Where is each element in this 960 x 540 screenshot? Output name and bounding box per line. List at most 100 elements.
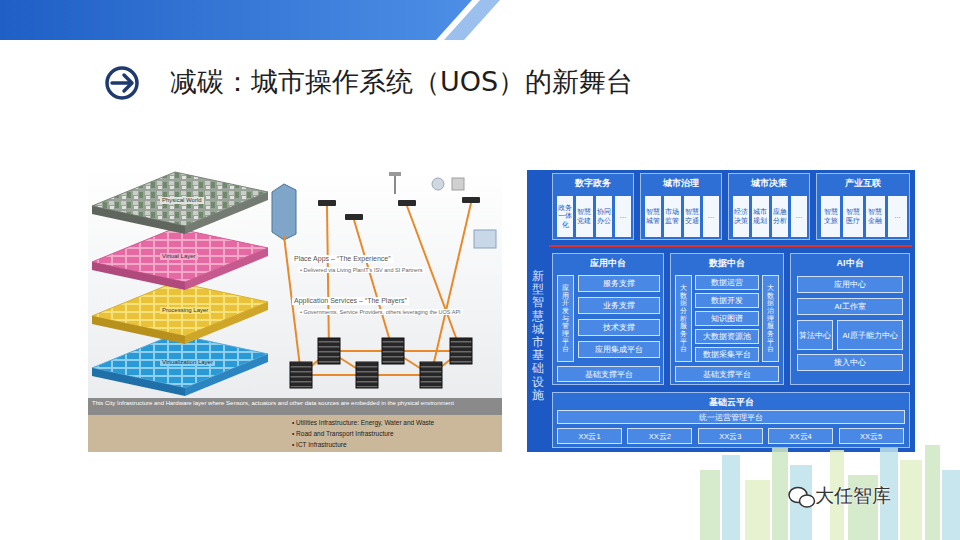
node-text: 服务支撑 (603, 279, 635, 288)
function-box: 基础支撑平台 (675, 366, 779, 382)
layer-name: Virtualization Layer (160, 359, 215, 366)
platform-panel: 基础云平台统一运营管理平台XX云1XX云2XX云3XX云4XX云5 (552, 392, 910, 448)
network-wire (431, 203, 471, 375)
panel-heading: 产业互联 (817, 174, 909, 189)
node-text: 数据采集平台 (703, 350, 751, 359)
service-box: 政务一体化 (557, 196, 573, 237)
platform-panel: 应用中台应用开发与管理平台 服务支撑业务支撑技术支撑应用集成平台基础支撑平台 (552, 253, 664, 385)
function-box: XX云4 (768, 428, 833, 444)
platform-panel: 数据中台大数据分析服务平台 数据运营数据开发知识图谱大数据资源池数据采集平台 大数据… (670, 253, 784, 385)
layer-name: Virtual Layer (160, 253, 198, 260)
function-box: 技术支撑 (578, 319, 660, 336)
node-text: … (707, 212, 714, 220)
service-box: 智慧文旅 (821, 196, 840, 237)
sensor-device (398, 200, 416, 206)
illustration-label: This City Infrastructure and Hardware la… (92, 400, 454, 407)
function-box: 数据开发 (695, 293, 759, 308)
node-text: 智慧城管 (645, 208, 661, 225)
node-text: 市场监管 (664, 208, 680, 225)
node-text: 数据开发 (711, 296, 743, 305)
service-box: 经济决策 (733, 196, 749, 237)
platform-panel: AI中台应用中心AI工作室算法中心AI原子能力中心接入中心 (790, 253, 910, 385)
platform-frame: 新型智慧城市基础设施数字政务政务一体化智慧党建协同办公…城市治理智慧城管市场监管… (527, 170, 915, 452)
node-text: … (619, 212, 626, 220)
network-wires (284, 203, 471, 375)
wechat-icon (800, 495, 815, 507)
title-icon (107, 68, 137, 98)
node-text: 协同办公 (596, 208, 612, 225)
illustration-label: • ICT Infrastructure (292, 441, 347, 448)
function-box: 业务支撑 (578, 297, 660, 314)
function-box: XX云5 (839, 428, 904, 444)
illustration-label: • Utilities Infrastructure: Energy, Wate… (292, 419, 434, 426)
server-rack (290, 362, 312, 388)
panel-heading: 数据中台 (671, 254, 783, 269)
function-box: 应用集成平台 (578, 341, 660, 358)
plate-side (92, 206, 185, 234)
network-wire (354, 220, 393, 351)
tower-building (272, 184, 296, 240)
header-accent (444, 0, 500, 40)
service-box: 应急分析 (772, 196, 788, 237)
service-box: … (615, 196, 631, 237)
panel-heading: 应用中台 (553, 254, 663, 269)
diagram-ground (527, 170, 915, 452)
node-text: 政务一体化 (557, 204, 573, 229)
node-text: 大数据资源池 (703, 332, 751, 341)
network-wire (327, 206, 329, 351)
platform-panel: 城市治理智慧城管市场监管智慧交通… (640, 173, 722, 240)
vertical-label-box: 大数据分析服务平台 (675, 275, 692, 362)
node-text: 基础支撑平台 (585, 370, 633, 379)
function-box: 应用中心 (797, 276, 903, 293)
server-rack (420, 362, 442, 388)
node-text: 智慧党建 (576, 208, 592, 225)
title-arrow (112, 75, 132, 91)
layer-name: Physical World (160, 197, 204, 204)
function-box: 接入中心 (797, 354, 903, 371)
node-text: 智慧金融 (866, 208, 885, 225)
divider-line (549, 245, 912, 247)
frame-label: 新型智慧城市基础设施 (532, 270, 544, 402)
device-icon (432, 178, 444, 190)
sensor-device (318, 200, 336, 206)
illustration-label: • Road and Transport Infrastructure (292, 430, 394, 437)
plate-side (92, 368, 185, 396)
skyline-building (848, 475, 878, 540)
node-text: XX云1 (578, 432, 600, 441)
function-box: 统一运营管理平台 (557, 410, 905, 424)
service-box: … (703, 196, 719, 237)
node-text: 技术支撑 (603, 323, 635, 332)
vertical-label-box: 大数据治理服务平台 (762, 275, 779, 362)
vertical-label-box: 应用开发与管理平台 (557, 275, 574, 362)
node-text: 城市规划 (752, 208, 768, 225)
node-text: 智慧医疗 (843, 208, 862, 225)
service-box: 智慧城管 (645, 196, 661, 237)
service-box: 智慧交通 (684, 196, 700, 237)
illustration-label: • Governments, Service Providers, others… (298, 309, 463, 315)
function-box: 基础支撑平台 (557, 366, 660, 382)
illustration-label: Place Apps – “The Experience” (292, 255, 393, 263)
function-box: 数据采集平台 (695, 347, 759, 362)
illustration-label: Application Services – “The Players” (292, 297, 409, 305)
skyline-building (700, 470, 720, 540)
sensor-device (345, 214, 363, 220)
node-text: … (894, 212, 901, 220)
watermark-text: 大任智库 (815, 485, 891, 507)
panel-heading: 数字政务 (553, 174, 633, 189)
service-box: 智慧金融 (866, 196, 885, 237)
node-text: 经济决策 (733, 208, 749, 225)
skyline-building (745, 480, 770, 540)
node-text: 知识图谱 (711, 314, 743, 323)
panel-heading: 城市决策 (729, 174, 809, 189)
function-box: AI工作室 (797, 298, 903, 315)
node-text: 大数据分析服务平台 (680, 284, 687, 353)
node-text: 数据运营 (711, 278, 743, 287)
slide-title: 减碳：城市操作系统（UOS）的新舞台 (170, 64, 633, 100)
infrastructure-strip (88, 398, 502, 415)
server-rack (450, 338, 472, 364)
skyline-building (722, 455, 740, 540)
function-box: XX云2 (627, 428, 692, 444)
node-text: 大数据治理服务平台 (767, 284, 774, 353)
node-text: XX云4 (790, 432, 812, 441)
